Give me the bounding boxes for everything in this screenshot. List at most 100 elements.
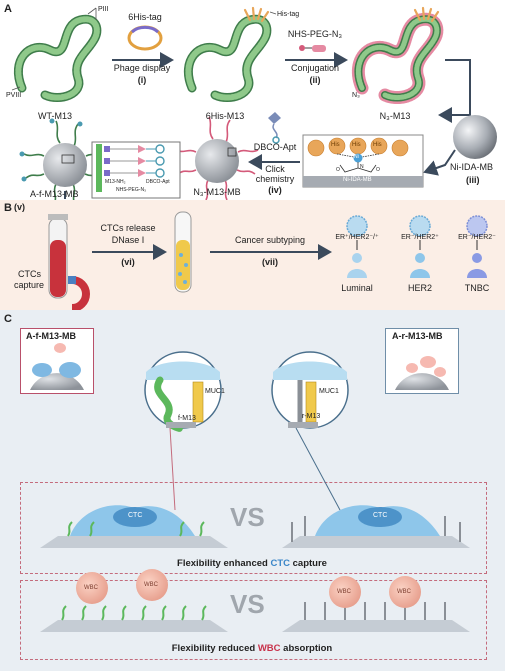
label-his-2: His	[352, 142, 361, 148]
wbc-rigid-platform	[282, 576, 470, 632]
panel-b-graphics	[48, 211, 488, 310]
label-ni-ida-mb: Ni-IDA-MB	[450, 162, 493, 172]
blood-tube	[48, 214, 68, 299]
label-step-ii: (ii)	[309, 75, 321, 85]
label-6his-tag: 6His-tag	[128, 12, 162, 22]
label-wbc-3: WBC	[337, 589, 351, 595]
label-step-iv: (iv)	[268, 185, 282, 195]
panel-letter-a: A	[4, 3, 12, 15]
caption-wbc-post: absorption	[280, 643, 333, 654]
label-step-v: (v)	[14, 202, 25, 212]
label-his-tag: His-tag	[277, 11, 300, 18]
inset-a-graphic	[30, 343, 84, 390]
label-click: Click	[265, 164, 285, 174]
subtype-tnbc	[466, 215, 488, 278]
label-a-f-m13-mb: A-f-M13-MB	[30, 189, 79, 199]
ni-ida-chemistry-box	[302, 134, 424, 188]
panel-c: C	[0, 310, 505, 671]
subtype-her2	[409, 215, 431, 278]
label-his-1: His	[331, 142, 340, 148]
label-chemistry: chemistry	[255, 174, 295, 184]
panel-c-graphics	[30, 343, 470, 632]
panel-letter-b: B	[4, 202, 12, 214]
label-nhs-peg: NHS-PEG-N₃	[287, 29, 343, 39]
arrow-to-ni-ida	[438, 59, 471, 123]
zoom-circle-f-m13	[144, 351, 222, 432]
label-step-iii: (iii)	[466, 175, 480, 185]
magnet-icon	[68, 276, 90, 310]
arrow-step-iii	[423, 149, 456, 176]
panel-b: B (v)	[0, 200, 505, 310]
panel-a-graphics	[11, 6, 497, 200]
ctc-flexible-platform	[40, 505, 228, 548]
label-r-m13: r-M13	[302, 413, 321, 420]
conjugation-zoom-box	[91, 141, 181, 199]
dbco-apt-icon	[268, 112, 281, 144]
ni-ida-mb-bead	[453, 115, 497, 159]
caption-ctc-capture: Flexibility enhanced CTC capture	[177, 558, 327, 569]
label-his-3: His	[373, 142, 382, 148]
label-er-neg-her2-pos: ER⁻/HER2⁺	[401, 234, 439, 241]
label-ni: Ni	[354, 154, 359, 160]
label-wbc-2: WBC	[144, 582, 158, 588]
label-m13-nh2: M13-NH₂	[105, 179, 126, 185]
label-o-atom-1: O	[336, 167, 340, 173]
label-n3-m13: N₃-M13	[379, 111, 411, 121]
nhs-peg-icon	[299, 45, 326, 52]
comparison-box-ctc	[20, 482, 487, 574]
label-muc1-a: MUC1	[205, 388, 225, 395]
label-dnase: DNase I	[111, 235, 145, 245]
caption-ctc-highlight: CTC	[270, 558, 291, 569]
label-ctcs: CTCs	[18, 269, 41, 279]
label-her2: HER2	[407, 283, 433, 293]
caption-ctc-pre: Flexibility enhanced	[177, 558, 271, 569]
label-wbc-1: WBC	[84, 585, 98, 591]
wbc-flexible-platform	[40, 569, 228, 632]
subtype-luminal	[346, 215, 368, 278]
inset-b-graphic	[395, 356, 449, 390]
caption-ctc-post: capture	[290, 558, 327, 569]
caption-wbc-highlight: WBC	[257, 643, 281, 654]
panel-a: A	[0, 0, 505, 200]
label-piii: PIII	[98, 6, 109, 13]
label-vs-1: VS	[230, 502, 265, 532]
label-luminal: Luminal	[341, 283, 373, 293]
label-cancer-subtyping: Cancer subtyping	[234, 235, 306, 245]
label-conjugation: Conjugation	[290, 63, 340, 73]
label-ctc-b: CTC	[373, 512, 388, 519]
label-step-vi: (vi)	[121, 257, 135, 267]
label-n3-small: N₃	[352, 92, 360, 99]
plasmid-icon	[127, 25, 163, 51]
label-wbc-4: WBC	[397, 589, 411, 595]
label-a-r-m13-mb-inset: A-r-M13-MB	[392, 331, 443, 341]
wt-m13-phage	[13, 14, 102, 103]
label-ni-ida-box: Ni-IDA-MB	[343, 177, 372, 183]
label-wt-m13: WT-M13	[37, 111, 73, 121]
label-pviii: PVIII	[6, 92, 22, 99]
label-6his-m13: 6His-M13	[205, 111, 245, 121]
release-tube	[174, 211, 192, 293]
label-er-neg-her2-neg: ER⁻/HER2⁻	[458, 234, 496, 241]
label-o-atom-2: O	[376, 167, 380, 173]
label-step-vii: (vii)	[261, 257, 279, 267]
label-n-atom: N	[360, 164, 364, 170]
n3-m13-phage	[351, 6, 444, 105]
caption-wbc-absorption: Flexibility reduced WBC absorption	[171, 643, 333, 654]
label-muc1-b: MUC1	[319, 388, 339, 395]
label-capture: capture	[14, 280, 45, 290]
label-f-m13: f-M13	[178, 415, 196, 422]
caption-wbc-pre: Flexibility reduced	[171, 643, 258, 654]
label-tnbc: TNBC	[464, 283, 490, 293]
label-step-i: (i)	[137, 75, 147, 85]
label-ctc-a: CTC	[128, 512, 143, 519]
label-dbco-apt: DBCO-Apt	[253, 142, 297, 152]
label-ctcs-release: CTCs release	[100, 223, 156, 233]
label-phage-display: Phage display	[113, 63, 171, 73]
comparison-box-wbc	[20, 580, 487, 660]
label-vs-2: VS	[230, 589, 265, 619]
label-er-pos: ER⁺/HER2⁻/⁺	[335, 234, 379, 241]
zoom-circle-r-m13	[271, 351, 349, 429]
ctc-rigid-platform	[282, 505, 470, 548]
six-his-m13-phage	[183, 6, 272, 103]
label-n3-m13-mb: N₃-M13-MB	[193, 187, 241, 197]
